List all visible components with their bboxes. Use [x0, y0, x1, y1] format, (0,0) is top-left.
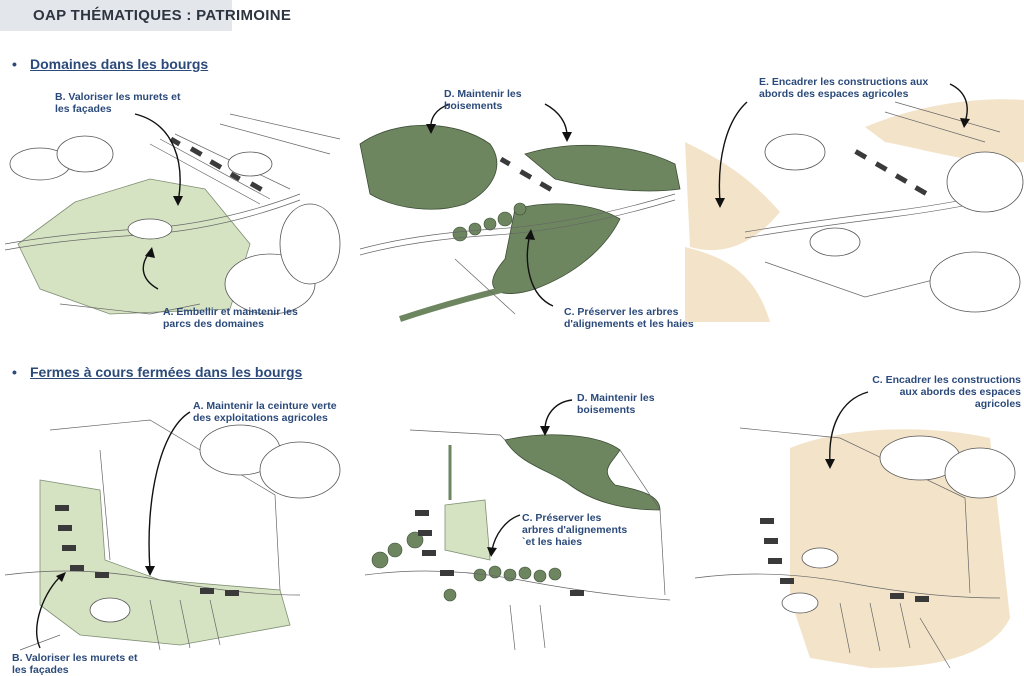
label-d-boisements: D. Maintenir les boisements	[577, 392, 655, 416]
section-title-domaines: Domaines dans les bourgs	[30, 56, 209, 72]
section-bullet: •	[12, 56, 17, 72]
arrow-icon	[134, 113, 181, 203]
arrow-icon	[148, 411, 191, 571]
arrow-icon	[36, 574, 63, 649]
page-title: OAP THÉMATIQUES : PATRIMOINE	[33, 7, 292, 24]
arrow-icon	[491, 514, 521, 551]
label-b-murets: B. Valoriser les murets et les façades	[12, 652, 138, 676]
village-sketch-illustration	[4, 411, 341, 651]
label-a-parcs: A. Embellir et maintenir les parcs des d…	[163, 306, 298, 330]
section-bullet: •	[12, 364, 17, 380]
village-sketch-illustration	[694, 391, 1016, 669]
arrow-icon	[526, 233, 554, 307]
panel-domaines-parcs: B. Valoriser les murets et les façades A…	[0, 84, 345, 334]
arrow-icon	[949, 83, 968, 123]
arrow-icon	[829, 391, 869, 464]
section-title-fermes: Fermes à cours fermées dans les bourgs	[30, 364, 303, 380]
label-e-encadrer: E. Encadrer les constructions aux abords…	[759, 76, 929, 100]
village-sketch-illustration	[364, 399, 671, 651]
village-sketch-illustration	[685, 83, 1024, 322]
village-sketch-illustration	[359, 103, 681, 322]
label-c-arbres: C. Préserver les arbres d'alignements `e…	[522, 512, 628, 548]
label-b-murets: B. Valoriser les murets et les façades	[55, 91, 181, 115]
panel-fermes-boisements: D. Maintenir les boisements C. Préserver…	[360, 390, 690, 676]
arrow-icon	[718, 101, 748, 203]
header-band	[0, 0, 232, 31]
label-c-encadrer: C. Encadrer les constructions aux abords…	[872, 374, 1021, 410]
village-sketch-illustration	[4, 113, 341, 315]
panel-fermes-ceinture: A. Maintenir la ceinture verte des explo…	[0, 390, 360, 676]
label-c-arbres: C. Préserver les arbres d'alignements et…	[564, 306, 694, 330]
panel-fermes-agricoles: C. Encadrer les constructions aux abords…	[690, 368, 1024, 676]
arrow-icon	[544, 103, 568, 137]
arrow-icon	[544, 399, 573, 431]
label-a-ceinture: A. Maintenir la ceinture verte des explo…	[193, 400, 337, 424]
panel-domaines-agricoles: E. Encadrer les constructions aux abords…	[685, 72, 1024, 334]
panel-domaines-boisements: D. Maintenir les boisements C. Préserver…	[355, 84, 694, 334]
label-d-boisements: D. Maintenir les boisements	[444, 88, 522, 112]
